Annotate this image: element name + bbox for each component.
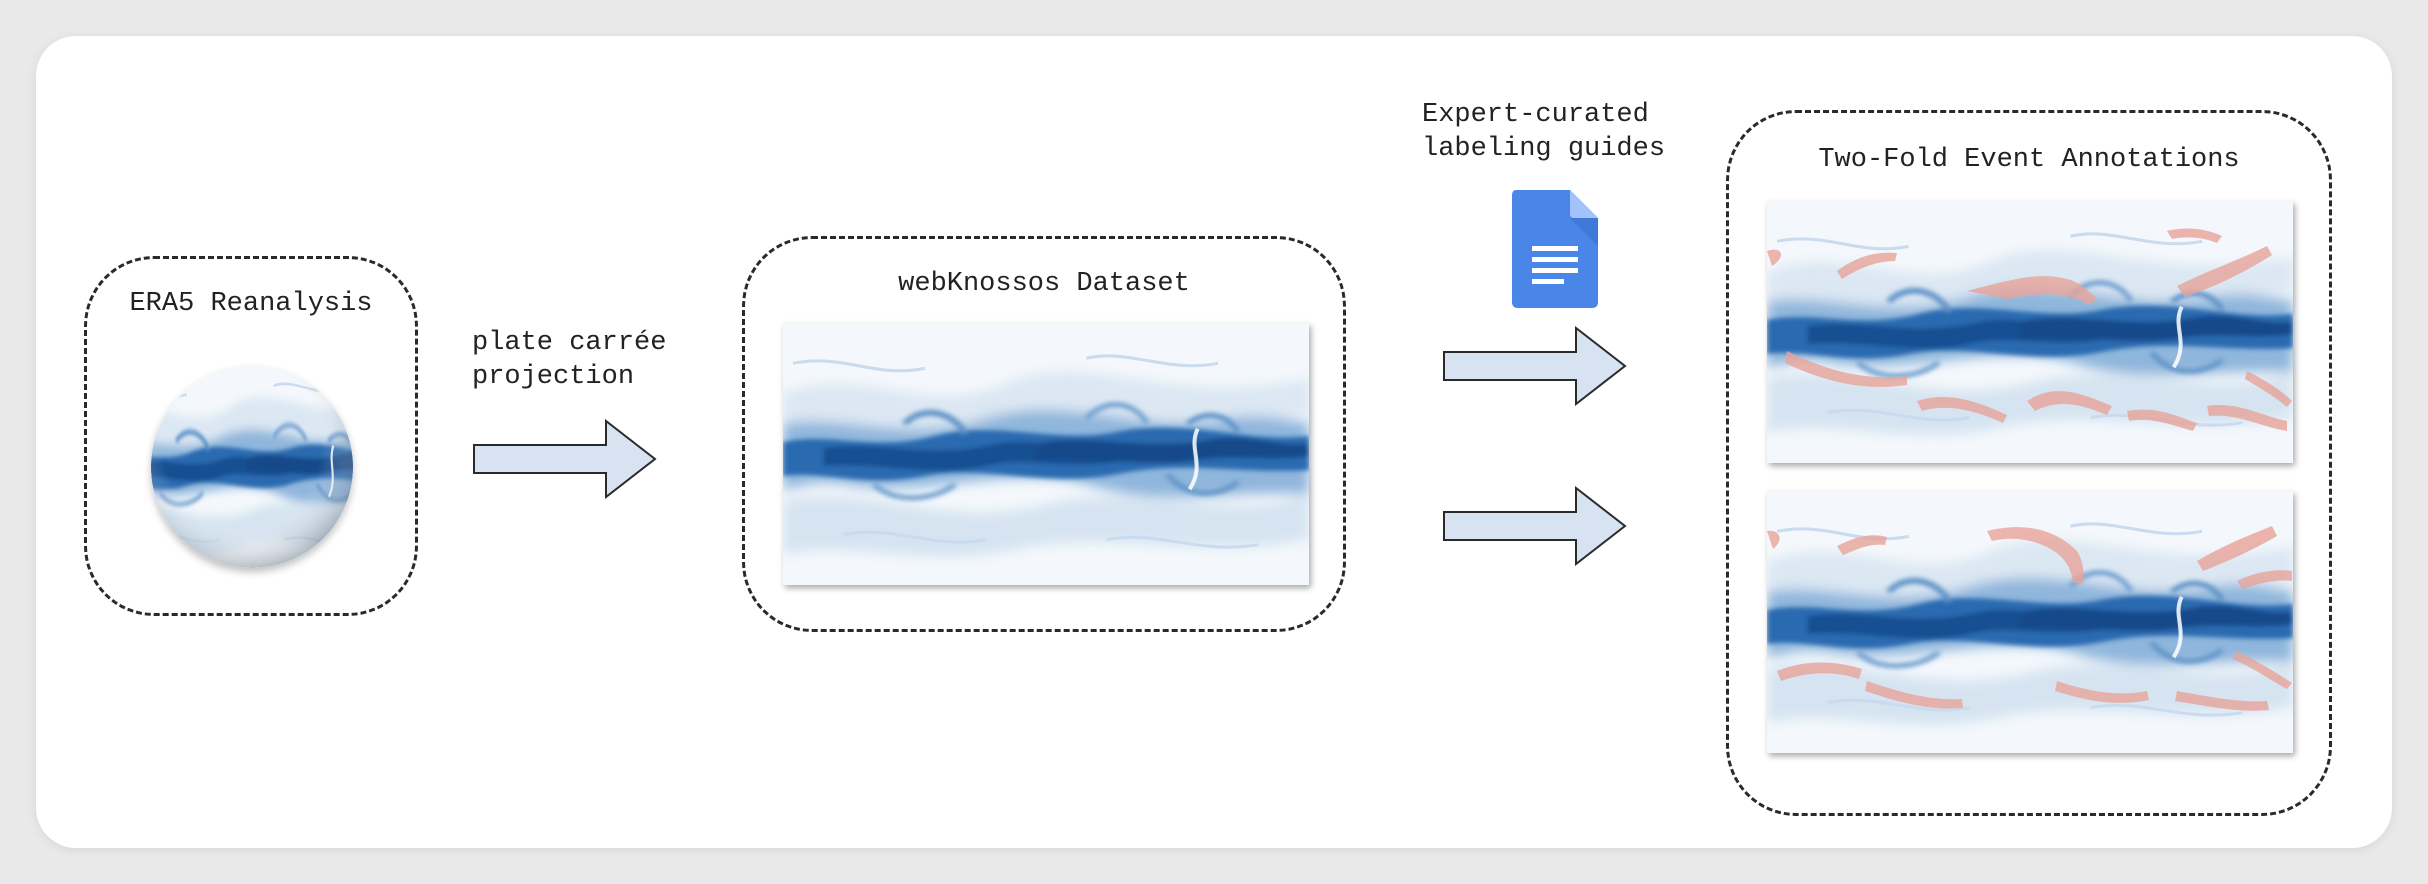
projection-line-1: plate carrée — [472, 328, 667, 358]
guides-line-1: Expert-curated — [1422, 100, 1649, 130]
guides-label: Expert-curated labeling guides — [1422, 98, 1665, 166]
era5-panel: ERA5 Reanalysis — [84, 256, 418, 616]
era5-title: ERA5 Reanalysis — [129, 289, 373, 319]
google-docs-icon — [1512, 190, 1598, 308]
annotation-overlay-bottom — [1767, 526, 2292, 711]
projection-line-2: projection — [472, 362, 635, 392]
webknossos-panel: webKnossos Dataset — [742, 236, 1346, 632]
weather-field-image — [783, 323, 1309, 585]
guides-line-2: labeling guides — [1422, 134, 1666, 164]
webknossos-title: webKnossos Dataset — [898, 269, 1190, 299]
annotations-title: Two-Fold Event Annotations — [1818, 145, 2240, 175]
annotation-overlay-top — [1767, 228, 2292, 431]
annotated-field-top — [1767, 201, 2293, 463]
arrow-to-annotation-top — [1442, 326, 1628, 406]
earth-globe-icon — [151, 366, 353, 568]
annotations-panel: Two-Fold Event Annotations — [1726, 110, 2332, 816]
annotated-field-bottom — [1767, 491, 2293, 753]
projection-label: plate carrée projection — [472, 326, 666, 394]
diagram-canvas: ERA5 Reanalysis plate carrée projection — [36, 36, 2392, 848]
arrow-to-webknossos — [472, 419, 658, 499]
arrow-to-annotation-bottom — [1442, 486, 1628, 566]
